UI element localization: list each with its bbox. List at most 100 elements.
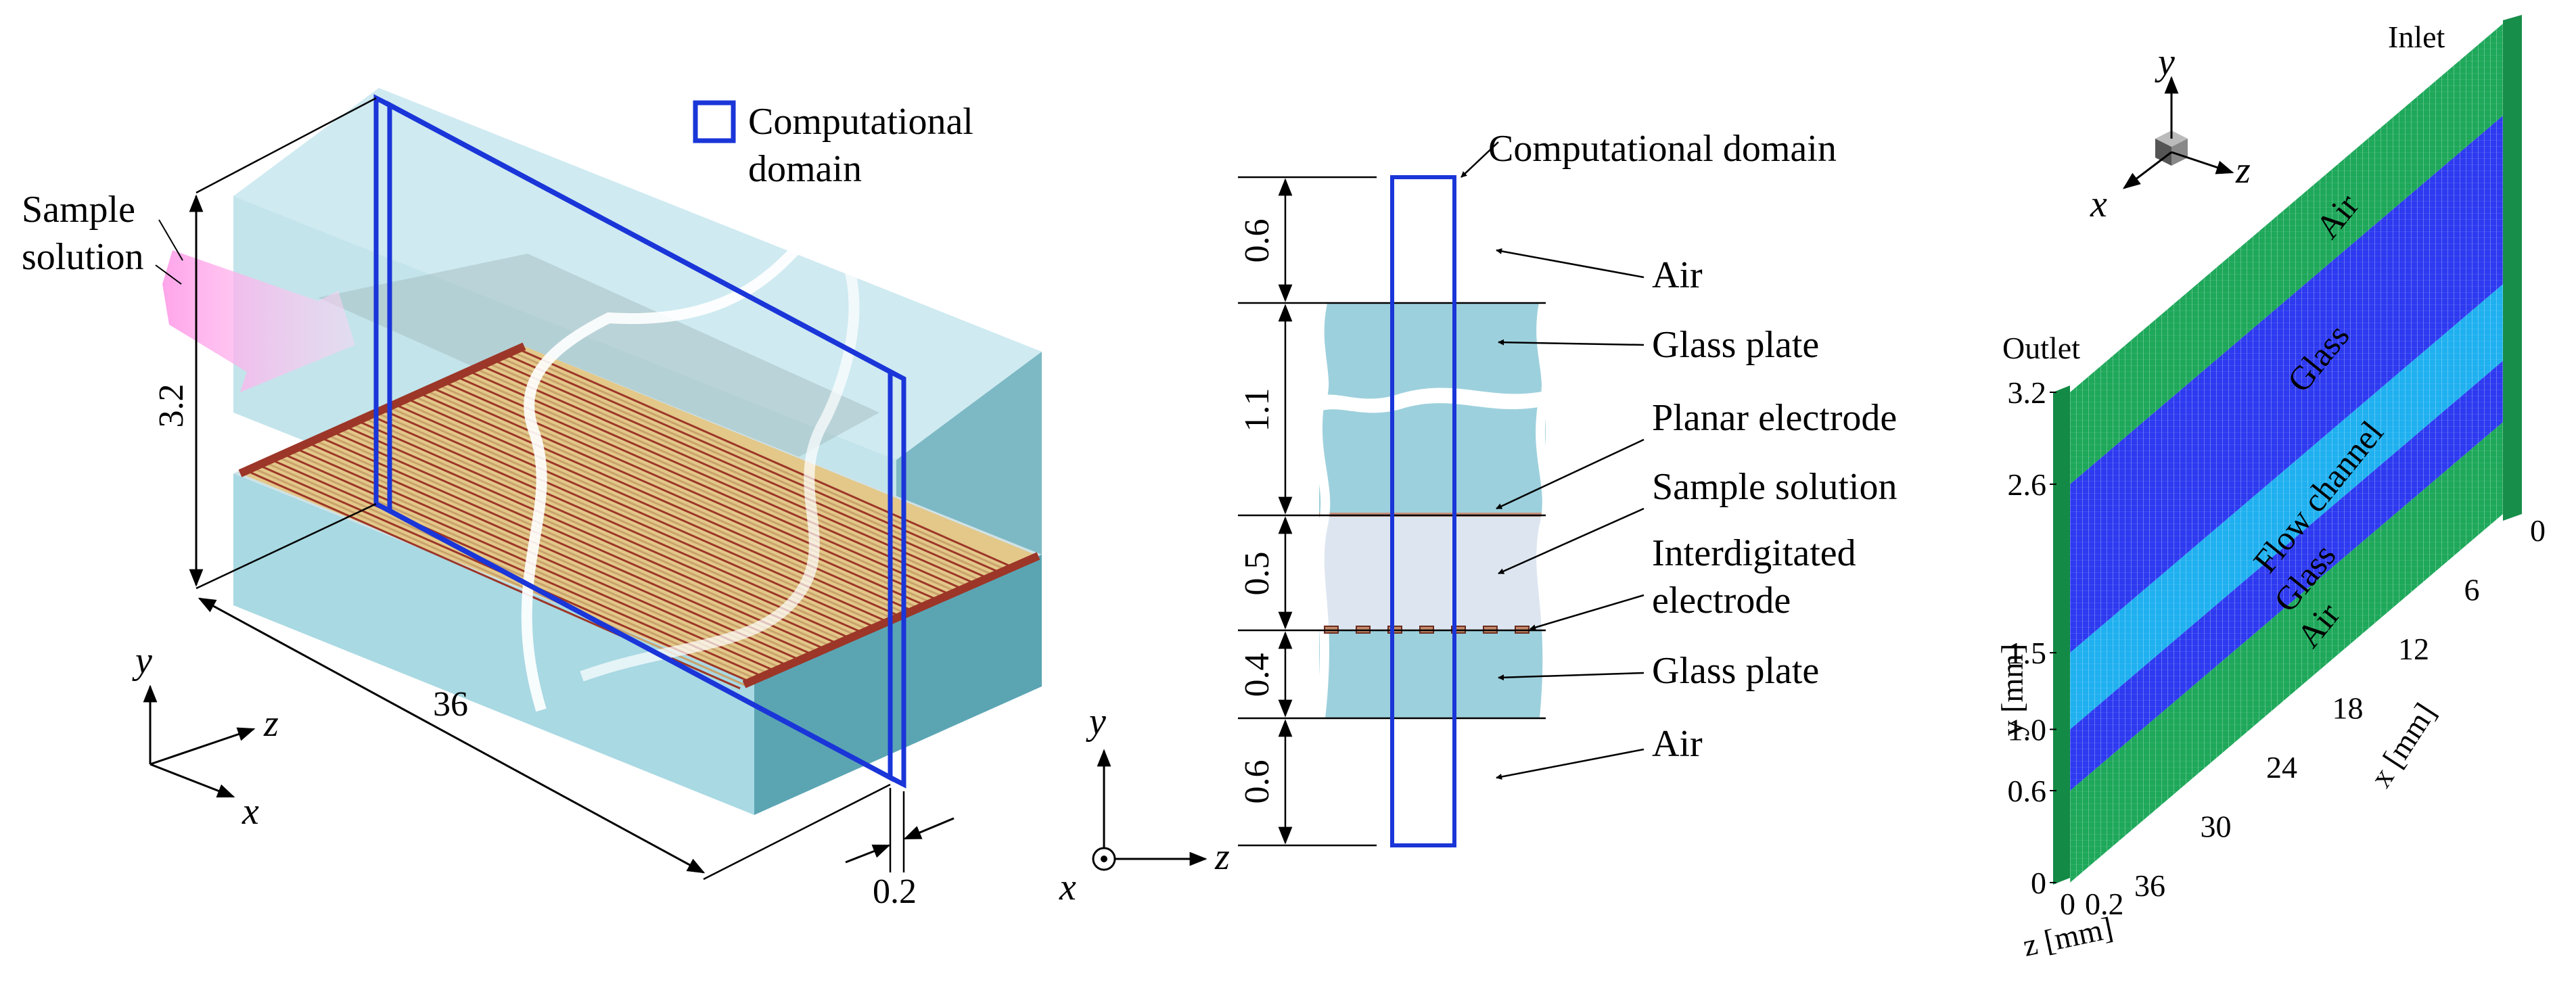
electrode-finger — [332, 431, 827, 651]
x-tick-label: 24 — [2266, 750, 2297, 785]
glass-top-lower — [1319, 403, 1546, 514]
electrode-finger — [301, 444, 796, 665]
electrode-finger — [419, 392, 914, 612]
leader-inter — [1530, 594, 1644, 631]
electrode-finger — [400, 400, 895, 621]
panel-b: 0.6 1.1 0.5 0.4 0.6 Computational domain… — [1059, 128, 1897, 908]
height-extension-bottom — [196, 502, 377, 590]
triad-x-label: x — [2090, 183, 2107, 225]
channel-back — [318, 254, 879, 487]
width-arrow-right — [903, 817, 954, 840]
leader-air-bottom — [1496, 748, 1644, 780]
computational-domain — [373, 94, 906, 789]
mesh-grid-overlay — [2070, 360, 2503, 791]
electrode-finger — [511, 350, 1007, 571]
z-tick-02: 0.2 — [2085, 887, 2124, 921]
label-planar: Planar electrode — [1652, 397, 1897, 439]
legend-label-line2: domain — [748, 148, 862, 190]
width-dim-label: 0.2 — [873, 872, 917, 911]
electrode-finger — [455, 375, 951, 596]
x-tick-label: 18 — [2332, 691, 2364, 726]
b-axis-y-label: y — [1086, 701, 1106, 743]
mesh-grid-overlay — [2070, 422, 2503, 883]
glass-bottom-layer — [1319, 630, 1546, 718]
height-dim-label: 3.2 — [152, 384, 191, 428]
axis-z-label: z — [263, 703, 279, 745]
triad-3d: y z x — [2090, 41, 2251, 225]
y-tick-label: 1.5 — [2008, 636, 2047, 670]
leader-sample — [1498, 507, 1644, 575]
sample-solution-arrow — [162, 250, 355, 392]
electrode-finger — [375, 411, 871, 632]
dim-label-5: 0.6 — [1238, 760, 1276, 804]
z-tick-0: 0 — [2060, 887, 2075, 921]
label-glass-top: Glass plate — [1652, 324, 1819, 366]
label-air-bottom: Air — [1652, 723, 1703, 765]
leader-glass-top — [1498, 339, 1644, 346]
electrode-finger — [382, 408, 877, 629]
y-tick-label: 1.0 — [2008, 712, 2047, 747]
electrode-finger — [505, 353, 1001, 574]
electrode-finger — [486, 362, 982, 582]
electrode-bus-left — [238, 342, 526, 477]
length-dim-label: 36 — [433, 685, 468, 724]
y-tick-label: 0.6 — [2008, 774, 2047, 808]
leader-glass-bottom — [1498, 672, 1644, 681]
dim-label-3: 0.5 — [1238, 552, 1276, 596]
y-axis-ticks: 3.22.61.51.00.60 — [2008, 375, 2056, 900]
glass-top-upper — [1319, 303, 1546, 399]
b-axis-z-label: z — [1214, 836, 1230, 878]
b-axis-x-dot — [1101, 856, 1107, 862]
electrode-finger — [468, 370, 963, 590]
label-air-top: Air — [1652, 254, 1703, 296]
electrode-finger — [350, 423, 846, 642]
sample-label-line1: Sample — [22, 189, 135, 231]
length-extension — [703, 783, 891, 881]
title-leader — [1460, 141, 1499, 178]
electrode-finger — [356, 419, 852, 640]
x-tick-label: 6 — [2464, 573, 2480, 607]
electrode-finger — [413, 395, 908, 615]
label-glass-bottom: Glass plate — [1652, 650, 1819, 692]
electrode-finger — [431, 386, 926, 607]
leader-planar — [1496, 438, 1644, 510]
panel-c: y z x Inlet Outlet Air Glass Flow channe… — [1995, 15, 2546, 963]
electrode-finger — [338, 428, 833, 648]
break-line-1 — [521, 239, 806, 712]
mesh-layers — [2070, 24, 2503, 883]
axis-x-label: x — [242, 791, 259, 833]
panel-b-title: Computational domain — [1488, 128, 1837, 170]
x-tick-label: 0 — [2530, 513, 2546, 548]
mesh-grid-overlay — [2070, 24, 2503, 484]
b-axis-x-label: x — [1059, 866, 1076, 908]
x-tick-label: 30 — [2201, 810, 2232, 844]
sample-label-line2: solution — [22, 236, 143, 278]
electrode-finger — [474, 367, 969, 588]
x-tick-label: 36 — [2134, 868, 2165, 903]
legend-domain-square — [693, 100, 736, 143]
electrode-finger — [518, 348, 1013, 568]
electrode-finger — [369, 414, 865, 634]
upper-glass-top — [233, 88, 1042, 460]
sample-solution-layer — [1319, 517, 1546, 630]
triad-z-label: z — [2235, 149, 2251, 191]
wavy-edge-left — [1312, 302, 1331, 719]
dim-label-2: 1.1 — [1238, 388, 1276, 432]
y-axis-label: y [mm] — [1995, 644, 2029, 736]
y-tick-label: 3.2 — [2008, 375, 2047, 410]
electrode-finger — [406, 398, 902, 618]
dim-label-1: 0.6 — [1238, 219, 1276, 263]
electrode-finger — [425, 390, 920, 609]
label-inter-line2: electrode — [1652, 580, 1791, 622]
height-extension-top — [196, 97, 377, 194]
legend-label-line1: Computational — [748, 101, 973, 143]
outlet-label: Outlet — [2002, 331, 2080, 365]
y-tick-label: 2.6 — [2008, 467, 2047, 502]
electrode-finger — [344, 425, 840, 645]
x-tick-label: 12 — [2398, 632, 2429, 666]
dim-label-4: 0.4 — [1238, 653, 1276, 697]
mesh-end-face — [2503, 15, 2522, 521]
label-inter-line1: Interdigitated — [1652, 532, 1856, 574]
label-sample: Sample solution — [1652, 466, 1897, 508]
